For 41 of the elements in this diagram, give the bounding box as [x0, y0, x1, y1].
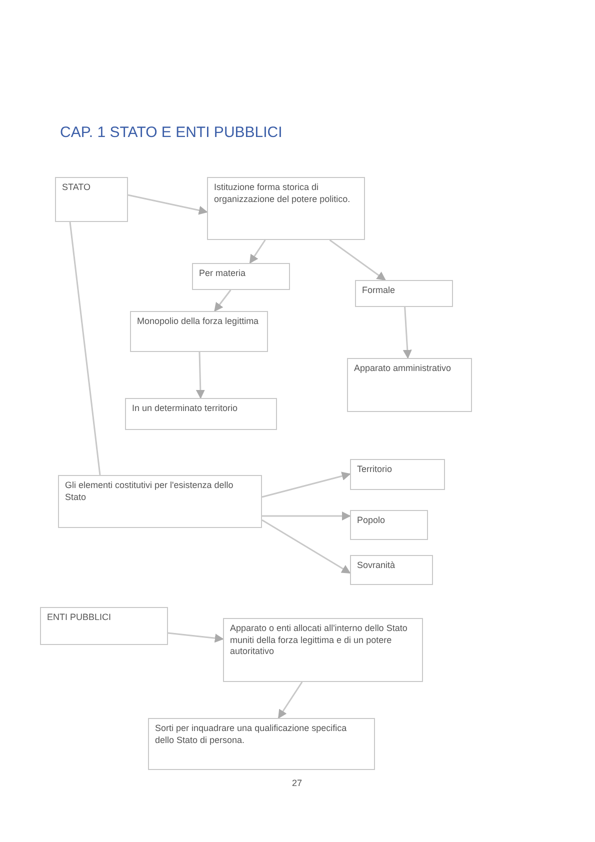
arrow — [128, 194, 208, 215]
arrow — [262, 519, 351, 574]
arrow — [402, 306, 412, 359]
box-text: Apparato o enti allocati all'interno dello Stato muniti della forza legittima e di un potere autoritativo — [230, 623, 408, 658]
box-text: Sorti per inquadrare una qualificazione specifica dello Stato di persona. — [155, 723, 348, 746]
text-box — [223, 618, 423, 682]
arrow — [249, 240, 266, 264]
text-box — [207, 177, 365, 240]
text-box — [350, 510, 428, 540]
text-box — [347, 358, 472, 412]
text-box — [355, 280, 453, 307]
box-text: Apparato amministrativo — [354, 363, 452, 375]
box-text: Per materia — [199, 268, 247, 280]
text-box — [55, 177, 128, 222]
arrow — [214, 290, 232, 312]
box-text: In un determinato territorio — [132, 403, 239, 415]
text-box — [130, 311, 268, 352]
text-box — [125, 398, 277, 430]
box-text: Territorio — [357, 464, 394, 476]
box-text: STATO — [62, 182, 92, 194]
box-text: Istituzione forma storica di organizzazione del potere politico. — [214, 182, 352, 206]
box-text: Popolo — [357, 515, 386, 527]
arrow — [278, 682, 303, 719]
arrow — [262, 472, 351, 498]
arrow — [262, 512, 351, 520]
text-box — [40, 607, 168, 645]
page-number: 27 — [292, 778, 302, 788]
arrow — [329, 239, 386, 281]
text-box — [148, 718, 375, 770]
text-box — [350, 555, 433, 585]
arrow — [168, 632, 224, 643]
box-text: Sovranità — [357, 560, 396, 572]
title: CAP. 1 STATO E ENTI PUBBLICI — [60, 124, 282, 141]
text-box — [58, 475, 262, 528]
text-box — [350, 459, 445, 490]
box-text: Gli elementi costitutivi per l'esistenza dello Stato — [65, 480, 234, 504]
box-text: Formale — [362, 285, 396, 297]
arrow — [196, 352, 205, 399]
box-text: Monopolio della forza legittima — [137, 316, 260, 328]
text-box — [192, 263, 290, 290]
box-text: ENTI PUBBLICI — [47, 612, 112, 624]
